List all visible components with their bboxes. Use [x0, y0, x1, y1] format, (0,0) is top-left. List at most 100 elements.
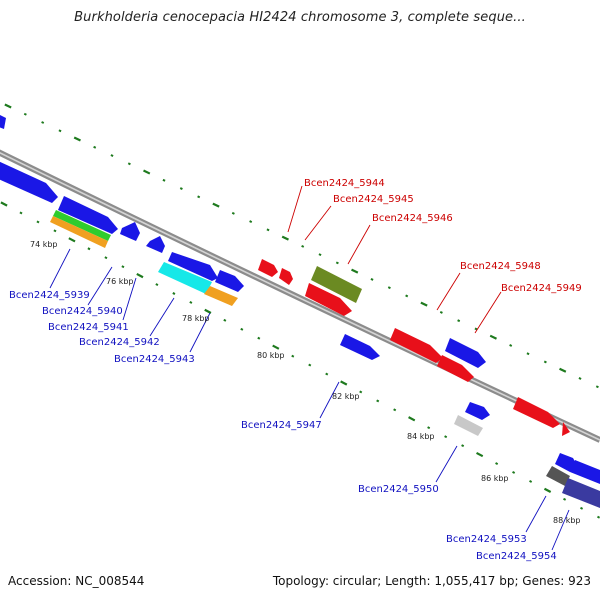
- inner-ring-tick-dot: [36, 220, 40, 224]
- outer-ring-tick-dot: [370, 277, 374, 281]
- gene-block-5939: [58, 196, 118, 234]
- inner-ring-tick-dot: [104, 256, 108, 260]
- gene-label-5954[interactable]: Bcen2424_5954: [476, 551, 557, 562]
- gene-block-5951: [454, 415, 483, 436]
- connector-5947: [319, 381, 340, 419]
- outer-ring-tick-dot: [41, 121, 45, 124]
- gene-label-5945[interactable]: Bcen2424_5945: [333, 194, 414, 205]
- inner-ring-tick-dot: [495, 462, 499, 465]
- outer-ring-tick-dot: [405, 294, 409, 298]
- inner-ring-tick-dot: [408, 416, 416, 422]
- inner-ring-tick-dot: [376, 399, 380, 403]
- gene-label-5950[interactable]: Bcen2424_5950: [358, 484, 439, 495]
- inner-ring-tick-dot: [308, 363, 312, 367]
- outer-ring-tick-dot: [595, 385, 599, 389]
- outer-ring-tick-dot: [526, 352, 530, 356]
- gene-block-5949: [445, 338, 486, 368]
- kbp-tick-labels: 74 kbp 76 kbp 78 kbp 80 kbp 82 kbp 84 kb…: [30, 240, 581, 525]
- gene-block-5948b: [437, 355, 474, 382]
- inner-ring-tick-dot: [272, 344, 280, 350]
- gene-label-5948[interactable]: Bcen2424_5948: [460, 261, 541, 272]
- inner-ring-tick-dot: [476, 451, 484, 458]
- gene-block-edge: [0, 115, 6, 129]
- gene-block-5953: [546, 466, 570, 486]
- forward-strand-features: [258, 259, 570, 436]
- gene-label-5941[interactable]: Bcen2424_5941: [48, 322, 129, 333]
- gene-label-5946[interactable]: Bcen2424_5946: [372, 213, 453, 224]
- inner-ring-tick-dot: [359, 390, 363, 394]
- gene-label-5943[interactable]: Bcen2424_5943: [114, 354, 195, 365]
- inner-ring-tick-dot: [461, 444, 465, 448]
- connector-5940: [87, 266, 113, 306]
- gene-label-5940[interactable]: Bcen2424_5940: [42, 306, 123, 317]
- gene-block-5943-orange: [204, 286, 238, 306]
- gene-label-5953[interactable]: Bcen2424_5953: [446, 534, 527, 545]
- outer-ring-tick-dot: [281, 235, 289, 241]
- outer-ring-tick-dot: [301, 244, 305, 248]
- outer-ring-tick-dot: [127, 162, 131, 166]
- reverse-gene-labels: Bcen2424_5939 Bcen2424_5940 Bcen2424_594…: [9, 290, 557, 562]
- outer-ring-tick-dot: [143, 169, 151, 175]
- gene-block-5953b: [570, 460, 600, 484]
- connector-5944: [287, 185, 303, 233]
- outer-ring-tick-dot: [266, 228, 270, 232]
- tick-label-76: 76 kbp: [106, 277, 134, 286]
- inner-ring-tick-dot: [512, 471, 516, 474]
- gene-block-5942-cyan: [158, 262, 212, 294]
- connector-5945: [304, 205, 332, 241]
- outer-ring-tick-dot: [73, 136, 81, 142]
- gene-label-5944[interactable]: Bcen2424_5944: [304, 178, 385, 189]
- outer-ring-tick-dot: [162, 178, 166, 182]
- outer-ring-tick-dot: [509, 344, 513, 347]
- gene-label-5939[interactable]: Bcen2424_5939: [9, 290, 90, 301]
- outer-ring-tick-dot: [351, 268, 359, 274]
- inner-ring-tick-dot: [204, 308, 212, 314]
- inner-ring-tick-dot: [240, 327, 244, 331]
- tick-label-78: 78 kbp: [182, 314, 210, 323]
- gene-label-5949[interactable]: Bcen2424_5949: [501, 283, 582, 294]
- inner-ring-tick-dot: [543, 487, 552, 493]
- gene-block-5938: [0, 161, 58, 203]
- inner-ring-tick-dot: [189, 300, 193, 304]
- connector-5946: [347, 224, 371, 265]
- outer-ring-tick-dot: [420, 301, 428, 307]
- connector-5950: [435, 445, 458, 483]
- gene-block-5942: [168, 252, 218, 281]
- outer-ring-tick-dot: [335, 261, 339, 265]
- outer-ring-tick-dot: [231, 211, 235, 215]
- gene-label-5947[interactable]: Bcen2424_5947: [241, 420, 322, 431]
- reverse-strand-features: [0, 115, 600, 508]
- inner-ring-tick-dot: [257, 336, 261, 340]
- gene-block-5944a: [258, 259, 278, 277]
- inner-ring-tick-dot: [563, 497, 567, 501]
- gene-block-5941: [146, 236, 165, 253]
- inner-ring-tick-dot: [291, 354, 295, 358]
- gene-block-5954: [562, 478, 600, 508]
- outer-ring-tick-dot: [212, 202, 220, 208]
- connector-5948: [436, 272, 461, 311]
- gene-block-5939-green: [53, 210, 111, 241]
- gene-block-5943: [215, 270, 244, 292]
- inner-ring-tick-dot: [529, 479, 533, 483]
- gene-block-5947: [340, 334, 380, 360]
- tick-label-74: 74 kbp: [30, 240, 58, 249]
- connector-5953: [525, 495, 547, 533]
- inner-ring-tick-dot: [87, 247, 91, 251]
- inner-ring-tick-dot: [121, 265, 125, 269]
- gene-label-5942[interactable]: Bcen2424_5942: [79, 337, 160, 348]
- outer-ring-tick-dot: [93, 145, 97, 149]
- chromosome-backbone-highlight: [0, 152, 600, 441]
- outer-ring-tick-dot: [474, 327, 478, 331]
- inner-ring-tick-dot: [19, 211, 23, 215]
- inner-ring-tick-dot: [223, 318, 227, 322]
- gene-block-5939-orange: [50, 216, 108, 248]
- outer-ring-tick-dot: [23, 112, 27, 116]
- inner-ring-tick-dot: [136, 272, 144, 279]
- outer-ring-tick-dot: [543, 360, 547, 364]
- outer-ring-tick-dot: [249, 220, 253, 224]
- inner-ring-tick-dot: [155, 283, 159, 286]
- outer-ring-tick-dot: [4, 103, 12, 109]
- outer-ring-tick-dot: [387, 286, 391, 290]
